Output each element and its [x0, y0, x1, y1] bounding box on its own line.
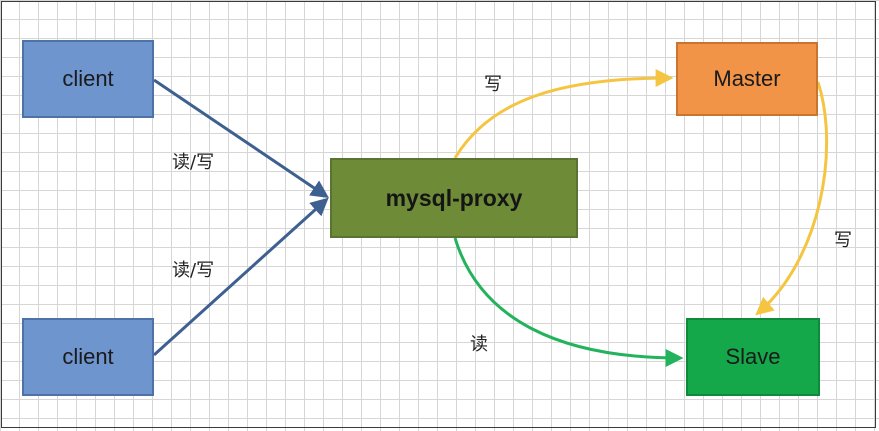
- arrow-proxy-to-slave: [453, 237, 684, 367]
- slave-node-label: Slave: [725, 344, 781, 369]
- slave-node: Slave: [686, 318, 820, 396]
- arrow-client-bottom-to-proxy: [152, 197, 329, 357]
- master-node-label: Master: [713, 66, 781, 91]
- client-node-top: client: [22, 40, 154, 118]
- edge-label-proxy-master-write: 写: [484, 74, 502, 95]
- arrow-proxy-to-master: [453, 69, 674, 159]
- client-node-bottom: client: [22, 318, 154, 396]
- client-node-bottom-label: client: [62, 344, 114, 369]
- edge-label-master-slave-write: 写: [834, 230, 852, 251]
- mysql-proxy-node: mysql-proxy: [330, 158, 578, 238]
- client-node-top-label: client: [62, 66, 114, 91]
- master-node: Master: [676, 42, 818, 116]
- edge-label-client-bottom-read-write: 读/写: [172, 260, 215, 281]
- edge-label-proxy-slave-read: 读: [470, 334, 488, 355]
- arrow-client-top-to-proxy: [153, 78, 329, 199]
- mysql-proxy-node-label: mysql-proxy: [385, 184, 523, 211]
- edge-label-client-top-read-write: 读/写: [172, 152, 215, 173]
- arrow-master-to-slave: [755, 81, 829, 316]
